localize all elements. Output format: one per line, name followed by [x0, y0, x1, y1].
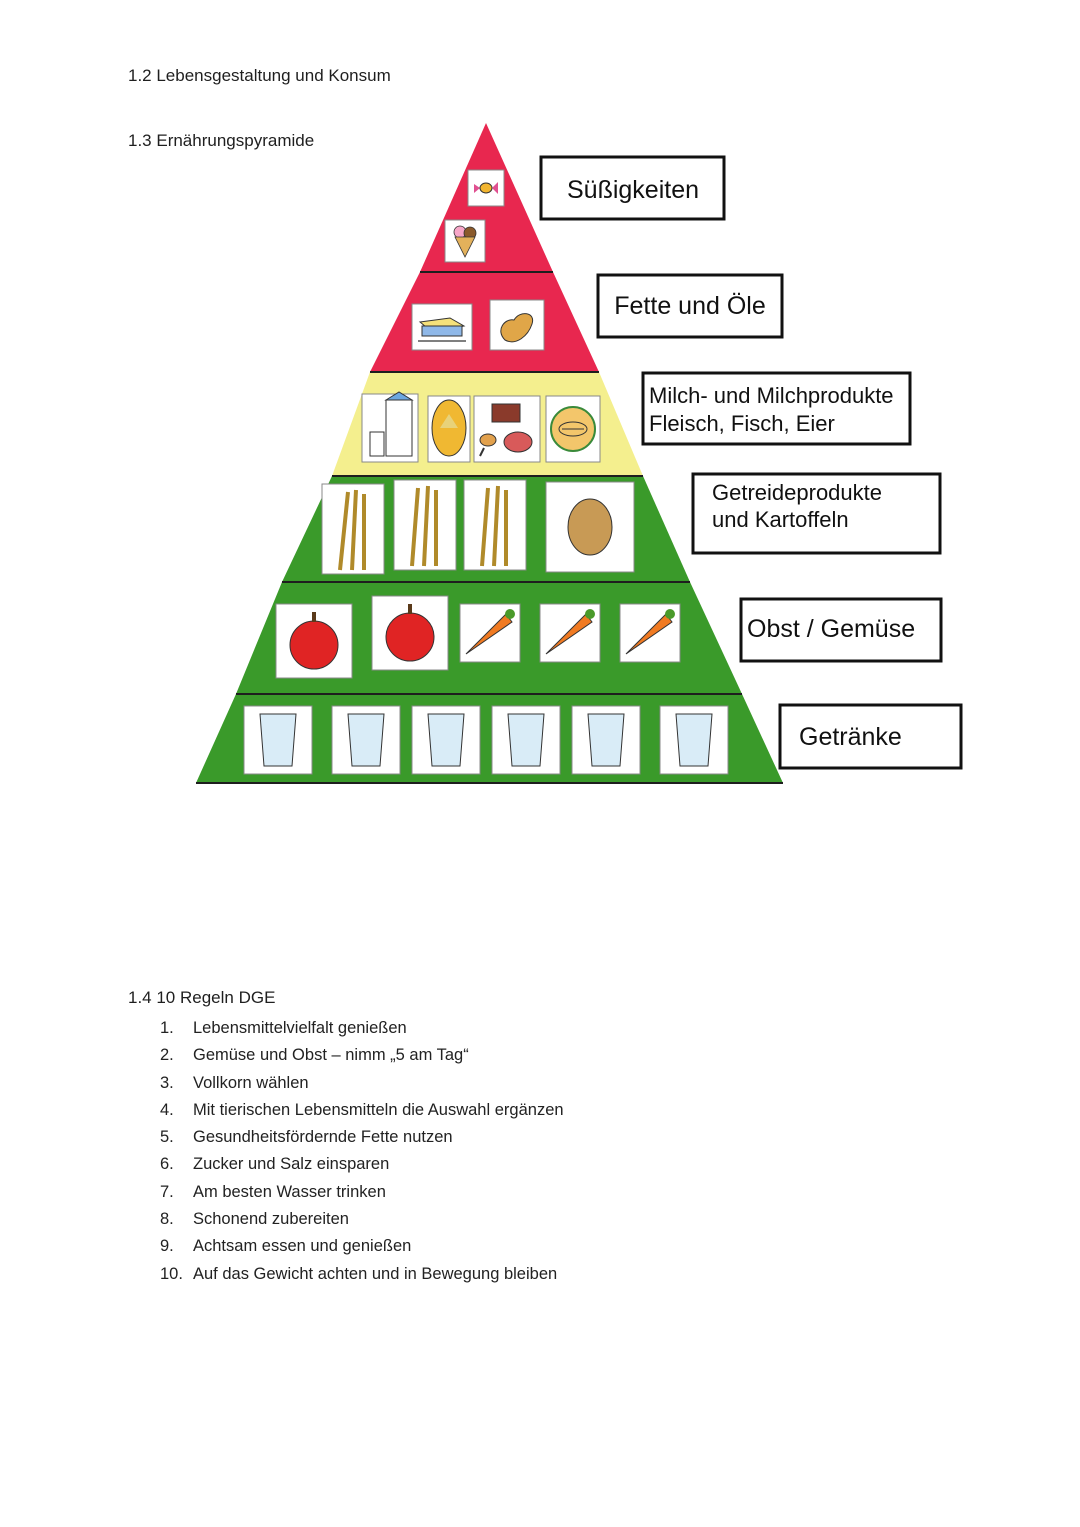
- list-item: 4.Mit tierischen Lebensmitteln die Auswa…: [160, 1100, 564, 1119]
- label-text-fruit-veg: Obst / Gemüse: [747, 615, 915, 643]
- list-item: 9.Achtsam essen und genießen: [160, 1237, 412, 1256]
- carrot-icon: [539, 603, 601, 663]
- section-heading-lebensgestaltung: 1.2 Lebensgestaltung und Konsum: [128, 66, 391, 85]
- water-glass-icon: [571, 705, 641, 775]
- pyramid-label-fats: Fette und Öle: [596, 273, 784, 339]
- wheat-icon: [393, 479, 457, 571]
- water-glass-icon: [491, 705, 561, 775]
- candy-icon: [467, 169, 505, 207]
- list-item: 3.Vollkorn wählen: [160, 1073, 309, 1092]
- water-glass-icon: [659, 705, 729, 775]
- pyramid-tier-fats: [370, 272, 599, 372]
- label-text-grains: Getreideprodukte: [712, 480, 882, 505]
- fish-icon: [545, 395, 601, 463]
- pyramid-label-grains: Getreideprodukte und Kartoffeln: [691, 472, 942, 555]
- dge-rules-list: 1.Lebensmittelvielfalt genießen 2.Gemüse…: [160, 1015, 564, 1288]
- wheat-icon: [321, 483, 385, 575]
- cheese-icon: [427, 395, 471, 463]
- wheat-icon: [463, 479, 527, 571]
- label-text-drinks: Getränke: [799, 723, 902, 751]
- pyramid-dividers: [196, 271, 783, 784]
- meat-icon: [473, 395, 541, 463]
- pyramid-label-dairy-meat: Milch- und Milchprodukte Fleisch, Fisch,…: [641, 371, 912, 446]
- list-item: 2.Gemüse und Obst – nimm „5 am Tag“: [160, 1046, 469, 1065]
- food-pyramid-figure: Süßigkeiten Fette und Öle Milch- und Mil…: [196, 123, 963, 784]
- label-text-sweets: Süßigkeiten: [567, 176, 699, 204]
- apple-icon: [275, 603, 353, 679]
- water-glass-icon: [331, 705, 401, 775]
- list-item: 8.Schonend zubereiten: [160, 1210, 349, 1229]
- label-text-fats: Fette und Öle: [614, 292, 765, 320]
- apple-icon: [371, 595, 449, 671]
- water-glass-icon: [411, 705, 481, 775]
- pyramid-label-drinks: Getränke: [778, 703, 963, 770]
- peanut-icon: [489, 299, 545, 351]
- list-item: 5.Gesundheitsfördernde Fette nutzen: [160, 1128, 453, 1147]
- label-text-dairy: Milch- und Milchprodukte: [649, 383, 894, 408]
- potato-icon: [545, 481, 635, 573]
- list-item: 6.Zucker und Salz einsparen: [160, 1155, 390, 1174]
- milk-icon: [361, 391, 419, 463]
- label-text-potatoes: und Kartoffeln: [712, 507, 849, 532]
- pyramid-label-fruit-veg: Obst / Gemüse: [739, 597, 943, 663]
- list-item: 1.Lebensmittelvielfalt genießen: [160, 1019, 407, 1037]
- ice-cream-icon: [444, 219, 486, 263]
- section-heading-dge-rules: 1.4 10 Regeln DGE: [128, 988, 276, 1007]
- water-glass-icon: [243, 705, 313, 775]
- label-text-meat-fish-eggs: Fleisch, Fisch, Eier: [649, 411, 835, 436]
- carrot-icon: [619, 603, 681, 663]
- section-heading-ernaehrungspyramide: 1.3 Ernährungspyramide: [128, 131, 315, 150]
- list-item: 7.Am besten Wasser trinken: [160, 1182, 386, 1201]
- butter-icon: [411, 303, 473, 351]
- carrot-icon: [459, 603, 521, 663]
- pyramid-label-sweets: Süßigkeiten: [539, 155, 726, 221]
- list-item: 10.Auf das Gewicht achten und in Bewegun…: [160, 1264, 558, 1283]
